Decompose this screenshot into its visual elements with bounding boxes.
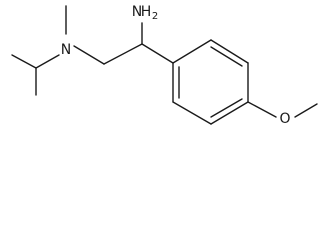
ring-double-bond-lower — [210, 98, 243, 118]
molecule-structure: N N H 2 O — [11, 4, 318, 127]
ring-bond-5 — [172, 101, 212, 125]
amine-label: N H 2 — [132, 4, 158, 22]
bond-methine-to-ring — [141, 43, 174, 64]
bond-oxygen-to-methyl — [294, 103, 318, 118]
ring-bond-1 — [172, 39, 212, 64]
bond-nitrogen-to-methylene — [73, 45, 105, 65]
bond-isopropyl-methyl-upper — [11, 54, 37, 69]
bond-ring-to-oxygen — [247, 101, 277, 118]
tertiary-amine-label: N — [61, 42, 71, 58]
amine-hydrogen-label: H — [141, 4, 152, 20]
bond-isopropyl-to-nitrogen — [35, 54, 60, 69]
ring-bond-4 — [210, 101, 249, 125]
ring-bond-2 — [210, 39, 249, 64]
ring-double-bond-upper — [210, 46, 243, 67]
amine-hydrogen-count: 2 — [152, 11, 158, 22]
bond-methylene-to-methine — [103, 43, 143, 65]
ether-oxygen-label: O — [279, 111, 290, 127]
amine-nitrogen-label: N — [132, 4, 142, 20]
